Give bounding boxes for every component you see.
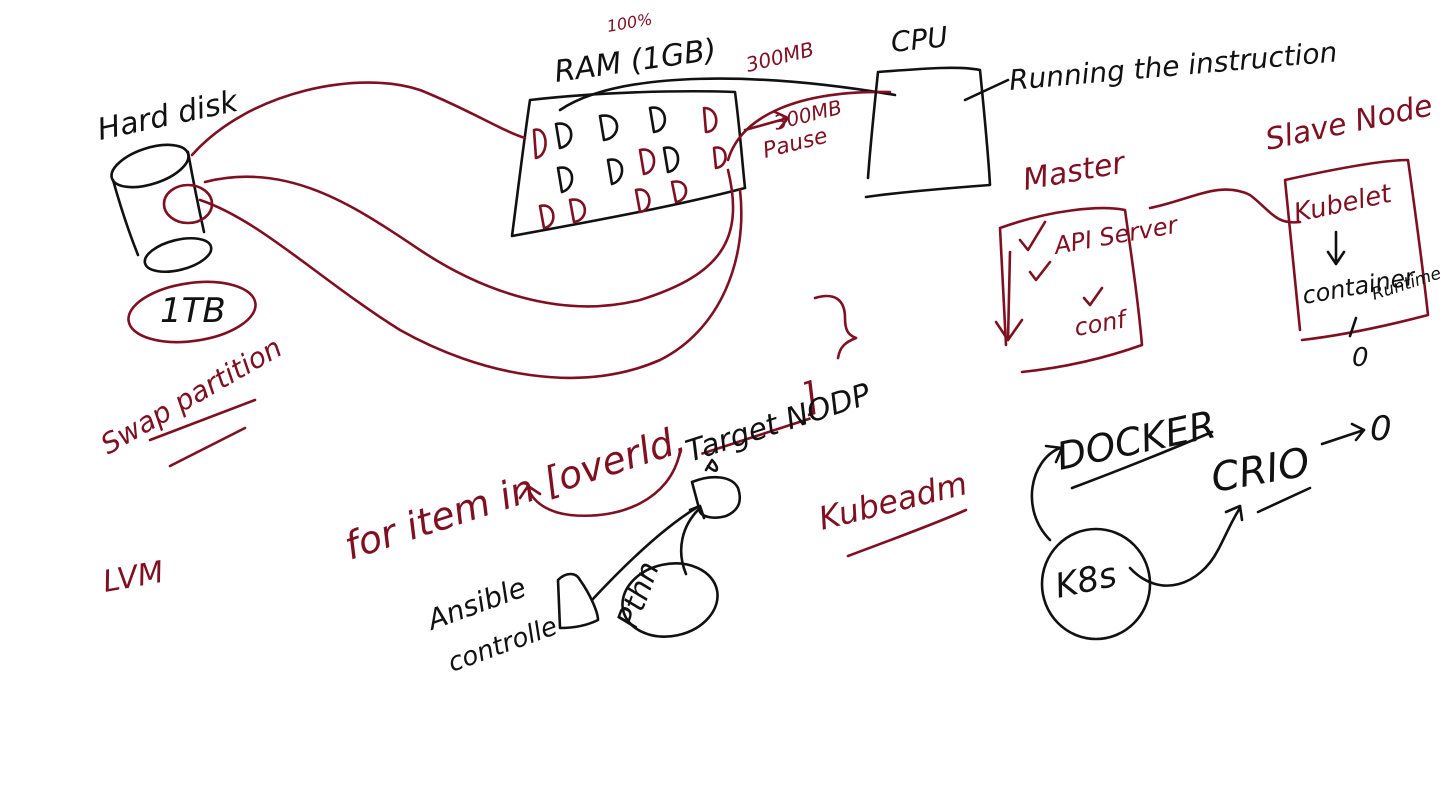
k8s-label: K8s bbox=[1052, 555, 1121, 607]
kubelet-label: Kubelet bbox=[1291, 179, 1395, 229]
for-loop-label: for item in [overld, ______] bbox=[339, 373, 825, 568]
running-label: Running the instruction bbox=[1008, 35, 1339, 97]
pause-arrow bbox=[743, 110, 790, 132]
ansible-to-target-line bbox=[590, 506, 698, 602]
api-to-kubelet-line bbox=[1148, 188, 1302, 224]
crio-zero-label: 0 bbox=[1370, 409, 1392, 449]
slave-node-label: Slave Node bbox=[1262, 88, 1435, 158]
ram-percent-label: 100% bbox=[605, 9, 653, 36]
hard-disk-cylinder bbox=[110, 143, 213, 274]
target-node-arrowhead bbox=[704, 458, 719, 472]
cpu-label: CPU bbox=[889, 20, 949, 59]
target-node-box bbox=[690, 475, 742, 519]
lvm-label: LVM bbox=[100, 555, 166, 600]
ram-process-blocks bbox=[532, 106, 727, 230]
tb-circle bbox=[127, 280, 257, 344]
docker-underline bbox=[1070, 430, 1214, 490]
disk-ram-curve-mid bbox=[203, 168, 735, 308]
master-box bbox=[998, 206, 1144, 374]
python-circle bbox=[621, 562, 719, 638]
list-close-bracket bbox=[813, 294, 858, 360]
kubeadm-underline bbox=[846, 508, 968, 558]
slave-tick bbox=[1348, 316, 1358, 338]
cpu-pointer bbox=[963, 78, 1010, 102]
check-2 bbox=[1028, 260, 1052, 282]
loop-return-arrow bbox=[518, 450, 682, 518]
ansible-node-shape bbox=[556, 572, 600, 630]
k8s-to-crio-arrow bbox=[1128, 504, 1244, 587]
api-server-label: API Server bbox=[1050, 210, 1181, 260]
ram-cpu-red-line bbox=[726, 90, 892, 162]
crio-underline bbox=[1256, 486, 1312, 514]
kubelet-down-arrow bbox=[1326, 230, 1346, 266]
check-3 bbox=[1082, 286, 1104, 307]
python-label: Pthn bbox=[611, 557, 667, 633]
python-to-target-arrow bbox=[679, 504, 706, 576]
check-1 bbox=[1018, 220, 1047, 252]
swap-circle bbox=[162, 183, 214, 225]
master-down-arrow bbox=[994, 250, 1024, 342]
conf-label: conf bbox=[1072, 305, 1131, 342]
k8s-to-docker-arrow bbox=[1030, 444, 1064, 542]
swap-partition-label: Swap partition bbox=[95, 331, 288, 461]
disk-ram-curve-top bbox=[190, 81, 527, 157]
crio-arrow bbox=[1320, 422, 1366, 446]
tb-label: 1TB bbox=[160, 291, 226, 331]
cpu-box bbox=[864, 66, 992, 199]
disk-ram-curve-low bbox=[198, 188, 743, 380]
slave-zero-label: 0 bbox=[1352, 343, 1369, 373]
swap-underline-1 bbox=[148, 398, 257, 442]
swap-underline-2 bbox=[168, 426, 247, 468]
ram-300mb-label: 300MB bbox=[743, 37, 816, 77]
slave-box bbox=[1283, 158, 1430, 342]
ram-box bbox=[510, 89, 747, 238]
kubeadm-label: Kubeadm bbox=[815, 464, 971, 538]
master-label: Master bbox=[1020, 145, 1129, 198]
k8s-circle bbox=[1040, 527, 1152, 641]
ram-label: RAM (1GB) bbox=[552, 33, 718, 90]
hard-disk-label: Hard disk bbox=[94, 84, 242, 148]
ram-to-cpu-line bbox=[558, 77, 897, 112]
